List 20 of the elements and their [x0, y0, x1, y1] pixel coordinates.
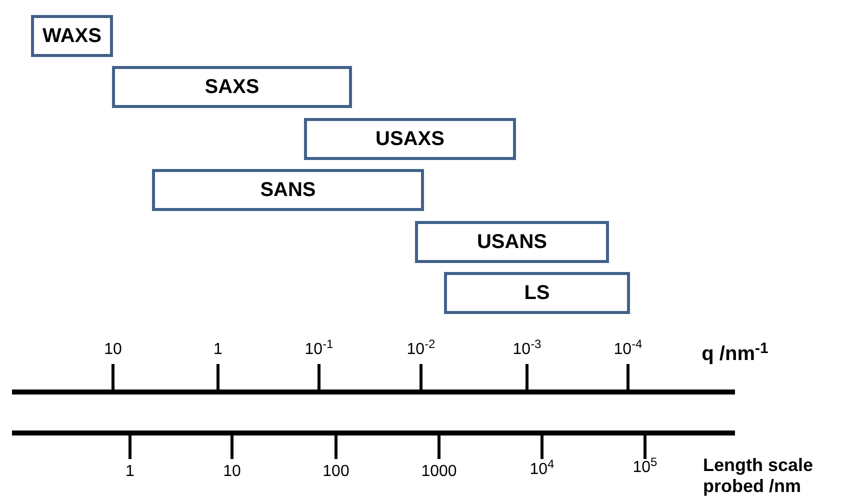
tick-label: 1 [214, 340, 222, 360]
axis-title: Length scale probed /nm [703, 455, 814, 497]
technique-box: SAXS [112, 66, 352, 108]
tick-label: 10$^{5}$ [632, 458, 658, 478]
axis-title: q /nm$^{-1}$ [702, 342, 768, 366]
tick-label: 10 [223, 462, 241, 482]
tick-label: 10$^{-4}$ [614, 340, 642, 360]
tick-label: 100 [322, 462, 350, 482]
tick-label: 1000 [421, 462, 457, 482]
tick-label: 10 [104, 340, 122, 360]
technique-box: USANS [415, 221, 609, 263]
technique-box: SANS [152, 169, 424, 211]
technique-box: USAXS [304, 118, 516, 160]
tick-label: 10$^{-2}$ [406, 340, 436, 360]
tick-label: 10$^{-3}$ [512, 340, 542, 360]
technique-box: LS [444, 272, 630, 314]
tick-label: 1 [126, 462, 134, 482]
tick-label: 10$^{4}$ [530, 460, 554, 480]
tick-label: 10$^{-1}$ [304, 340, 334, 360]
technique-box: WAXS [31, 15, 113, 57]
